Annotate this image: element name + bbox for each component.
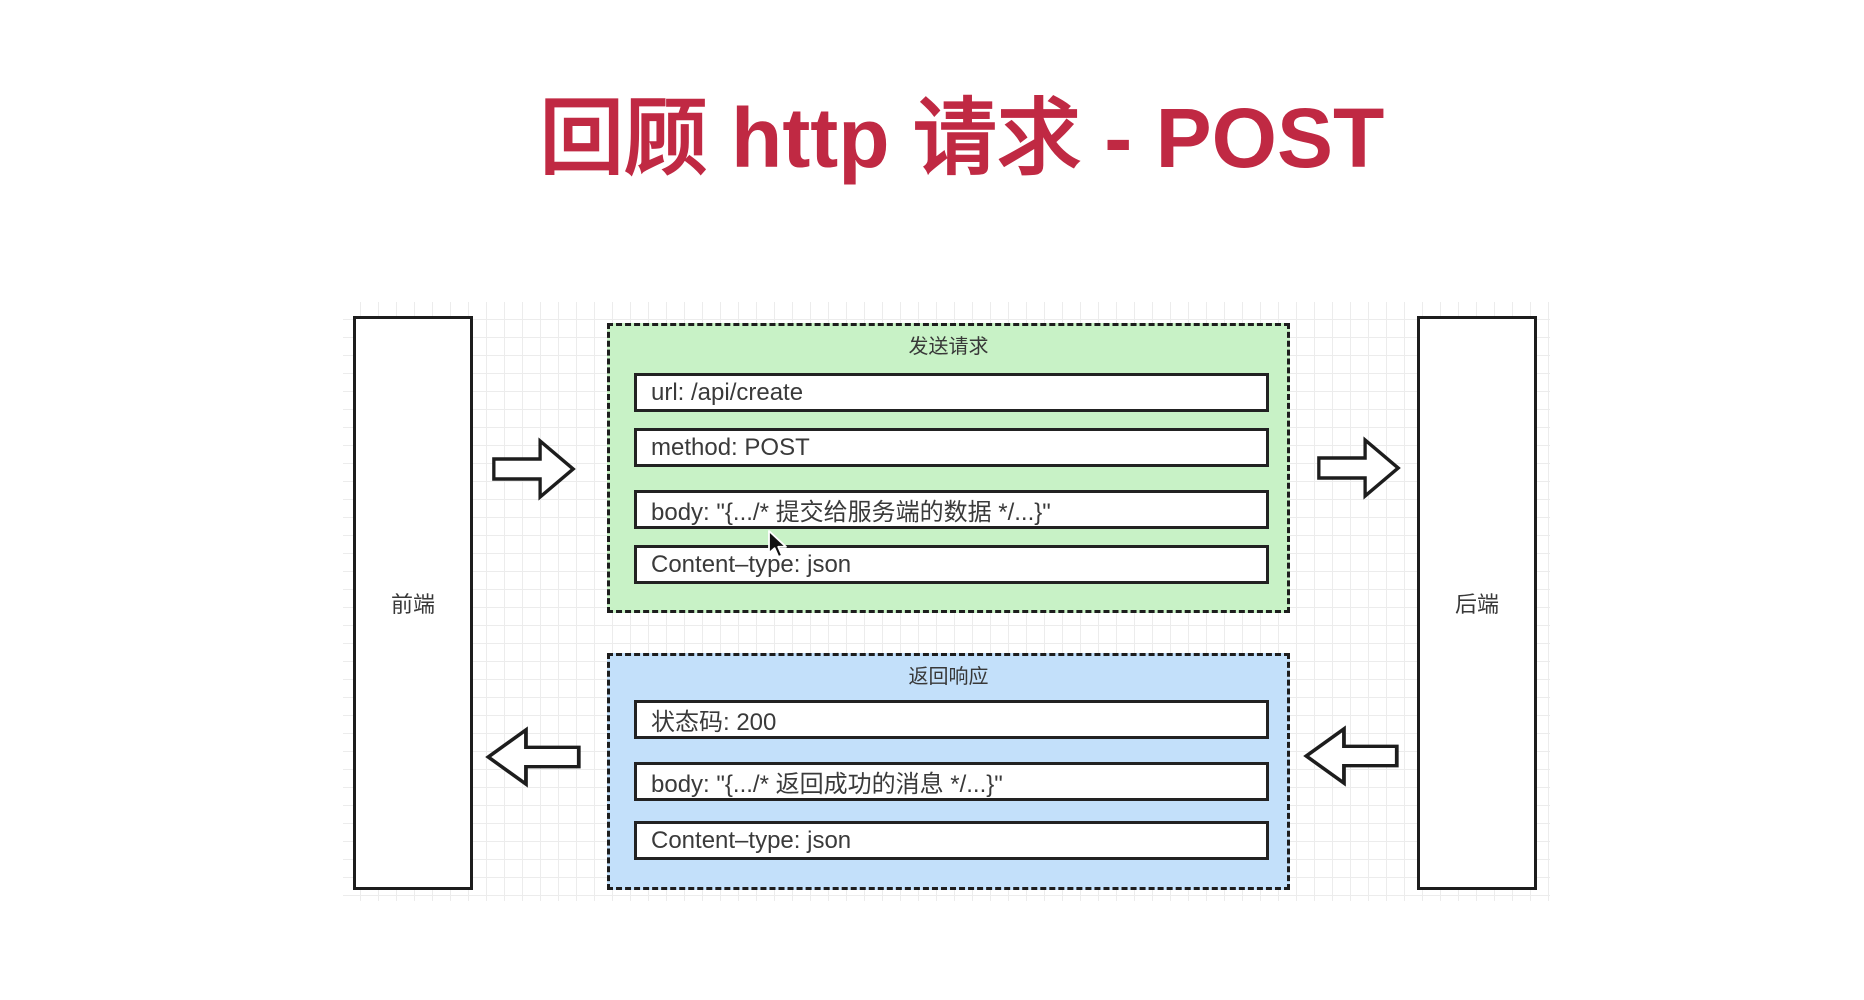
arrow-backend-to-response-icon	[1303, 725, 1400, 787]
frontend-node: 前端	[353, 316, 473, 890]
response-panel: 返回响应 状态码: 200 body: "{.../* 返回成功的消息 */..…	[607, 653, 1290, 890]
request-body-row: body: "{.../* 提交给服务端的数据 */...}"	[634, 490, 1269, 529]
response-panel-title: 返回响应	[908, 666, 989, 688]
request-url-row: url: /api/create	[634, 373, 1269, 412]
request-panel: 发送请求 url: /api/create method: POST body:…	[607, 323, 1290, 613]
response-content-type-row: Content–type: json	[634, 821, 1269, 860]
backend-node: 后端	[1417, 316, 1537, 890]
mouse-cursor-icon	[766, 529, 788, 559]
request-panel-title: 发送请求	[908, 336, 989, 358]
request-method-row: method: POST	[634, 428, 1269, 467]
request-content-type-row: Content–type: json	[634, 545, 1269, 584]
arrow-request-to-backend-icon	[1316, 436, 1401, 500]
page-title: 回顾 http 请求 - POST	[539, 91, 1385, 185]
arrow-frontend-to-request-icon	[491, 437, 576, 501]
response-body-row: body: "{.../* 返回成功的消息 */...}"	[634, 762, 1269, 801]
backend-node-label: 后端	[1454, 592, 1499, 617]
frontend-node-label: 前端	[390, 592, 435, 617]
arrow-response-to-frontend-icon	[485, 726, 582, 788]
response-status-row: 状态码: 200	[634, 700, 1269, 739]
